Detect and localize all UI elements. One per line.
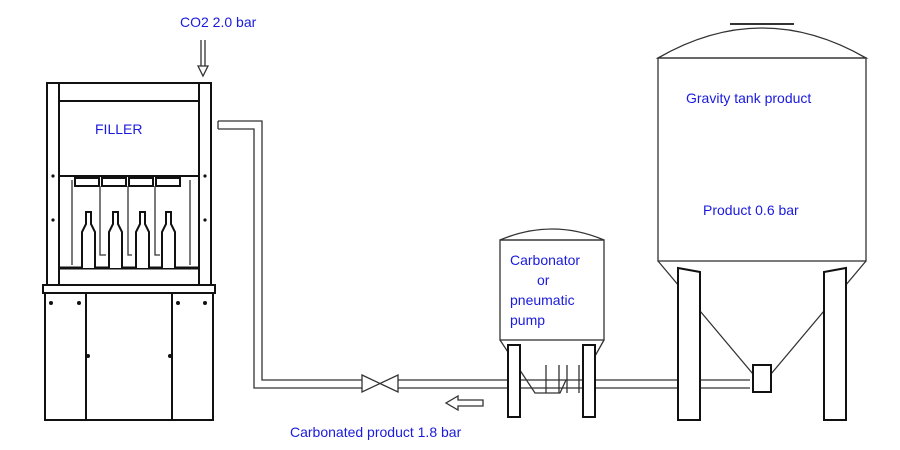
carbonator-label-line: pump — [510, 312, 545, 328]
product-pipe — [217, 120, 750, 389]
filling-valves — [71, 177, 191, 265]
gravity-tank: Gravity tank product Product 0.6 bar — [655, 23, 869, 421]
co2-inlet-arrow-icon — [196, 40, 210, 78]
co2-label: CO2 2.0 bar — [180, 14, 257, 30]
carbonated-product-label: Carbonated product 1.8 bar — [290, 424, 462, 440]
carbonator-label-line: or — [537, 272, 550, 288]
filler-label: FILLER — [95, 121, 142, 137]
filler-machine: FILLER — [42, 82, 216, 421]
valve-icon — [361, 373, 399, 394]
carbonator-tank: Carbonator or pneumatic pump — [499, 228, 605, 418]
carbonator-label: Carbonator or pneumatic pump — [510, 252, 584, 328]
carbonator-label-line: pneumatic — [510, 292, 575, 308]
carbonator-label-line: Carbonator — [510, 252, 580, 268]
bottles — [81, 211, 176, 268]
gravity-tank-label: Gravity tank product — [686, 90, 811, 106]
product-pressure-label: Product 0.6 bar — [703, 202, 799, 218]
flow-direction-arrow-icon — [444, 394, 484, 412]
